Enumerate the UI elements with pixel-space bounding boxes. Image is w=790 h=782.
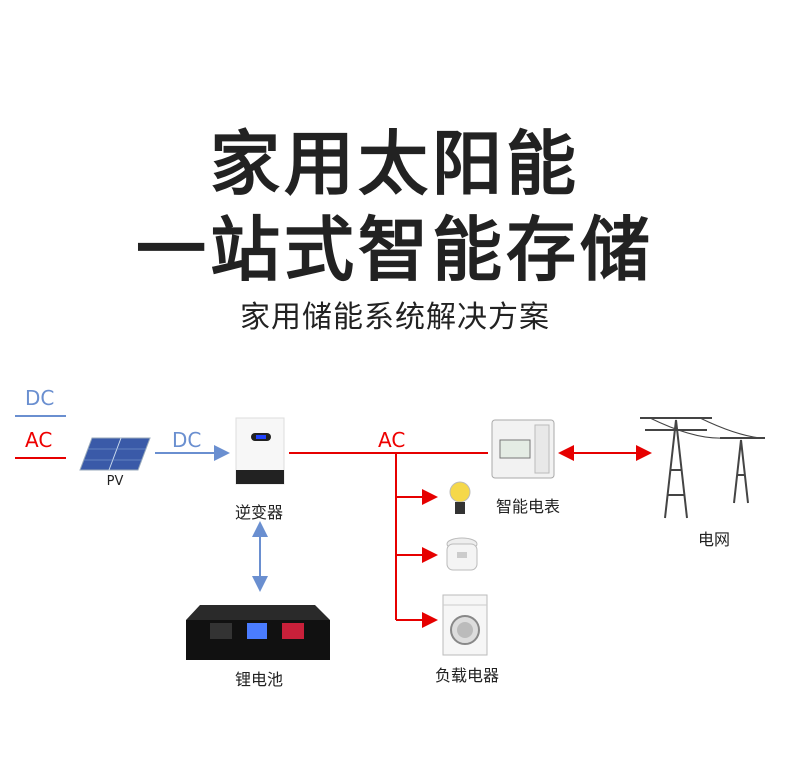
ac-flow-label: AC: [378, 428, 406, 452]
inverter-icon: [235, 417, 285, 485]
meter-label: 智能电表: [495, 497, 561, 516]
legend-dc-label: DC: [25, 386, 55, 410]
battery-label: 锂电池: [234, 670, 284, 689]
legend-ac-label: AC: [25, 428, 53, 452]
power-tower-icon: [640, 417, 765, 519]
rice-cooker-icon: [446, 537, 478, 571]
inverter-label: 逆变器: [234, 503, 284, 522]
title-line-1: 家用太阳能: [210, 123, 580, 205]
dc-flow-label: DC: [172, 428, 202, 452]
title-line-2: 一站式智能存储: [136, 209, 654, 291]
pv-label: PV: [106, 474, 124, 489]
subtitle: 家用储能系统解决方案: [240, 300, 550, 335]
lithium-battery-icon: [186, 605, 330, 660]
washing-machine-icon: [442, 594, 488, 656]
grid-label: 电网: [697, 530, 731, 549]
smart-meter-icon: [491, 419, 555, 479]
loads-label: 负载电器: [434, 666, 500, 685]
light-bulb-icon: [449, 481, 471, 514]
solar-panel-icon: [79, 437, 151, 471]
